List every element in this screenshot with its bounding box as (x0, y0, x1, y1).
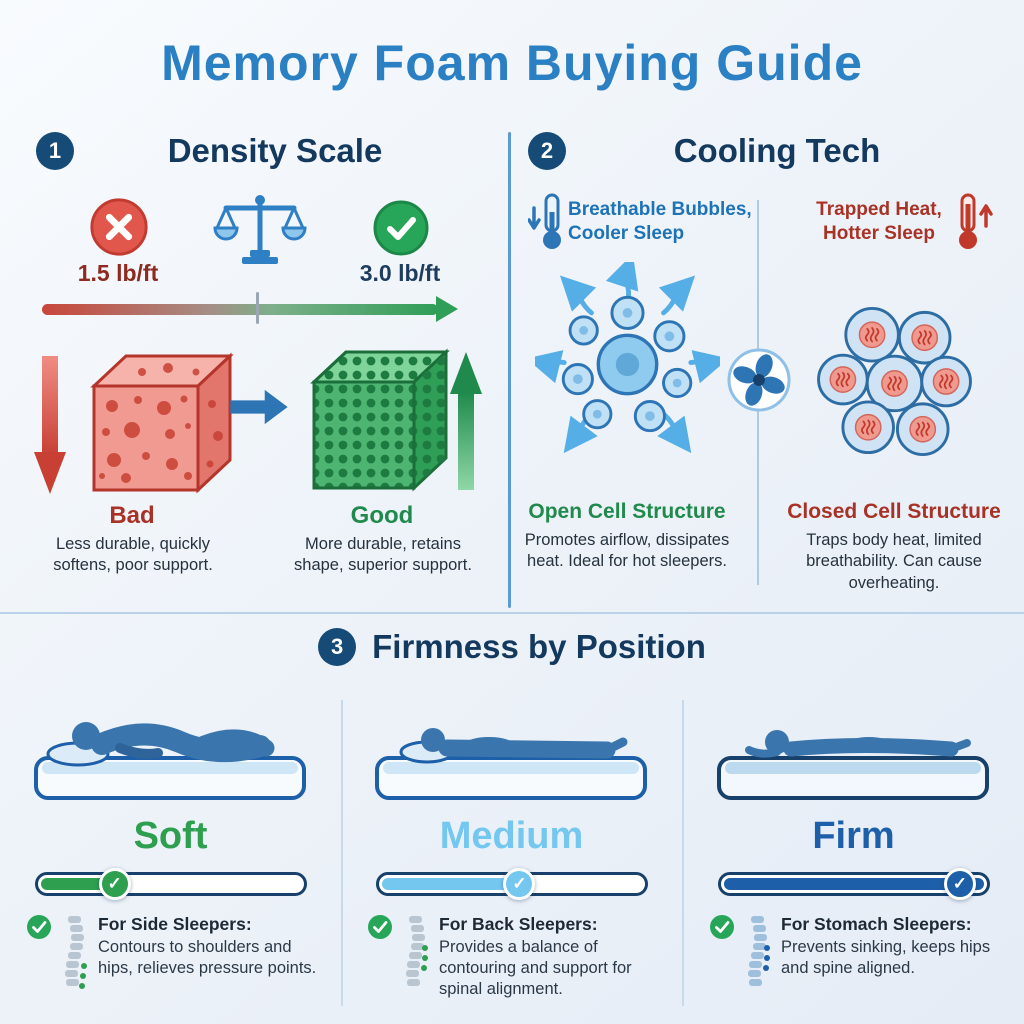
firmness-label: Medium (439, 815, 584, 857)
slider-fill (381, 878, 523, 890)
up-arrow-icon (450, 352, 482, 490)
firmness-divider-2 (682, 700, 684, 1006)
density-low-value: 1.5 lb/ft (77, 260, 159, 286)
good-label: Good (350, 502, 414, 529)
cooling-section-title: Cooling Tech (673, 132, 881, 169)
section-divider-vertical (508, 132, 511, 608)
back-sleeper-illustration (375, 728, 647, 800)
thermometer-hot-icon (959, 193, 993, 249)
firmness-label: Firm (812, 815, 895, 857)
spine-icon (748, 916, 770, 986)
firmness-slider: ✓ (375, 868, 648, 900)
section-number-badge: 2 (528, 132, 566, 170)
balance-scale-icon (213, 195, 307, 264)
density-gradient-midpoint-tick (256, 292, 259, 324)
fan-icon (727, 348, 791, 412)
page-title: Memory Foam Buying Guide (161, 35, 863, 91)
side-sleeper-illustration (34, 722, 306, 800)
open-cell-structure-illustration (535, 262, 720, 454)
cooling-section-header: 2 Cooling Tech (528, 132, 988, 170)
section-number-badge: 3 (318, 628, 357, 666)
density-gradient-arrowhead-icon (436, 296, 458, 322)
open-cell-description: Promotes airflow, dissipates heat. Ideal… (524, 531, 730, 571)
sleeper-description: Contours to shoulders and hips, relieves… (98, 938, 317, 978)
good-foam-cube-illustration (310, 348, 450, 492)
spine-icon (406, 916, 428, 986)
slider-knob-check-icon: ✓ (503, 868, 536, 900)
stomach-sleeper-illustration (717, 730, 989, 800)
down-arrow-icon (34, 356, 66, 494)
sleeper-type-label: For Stomach Sleepers: (781, 914, 972, 934)
thermometer-cold-icon (528, 193, 561, 249)
slider-knob-check-icon: ✓ (943, 868, 976, 900)
bad-label: Bad (109, 502, 155, 529)
open-cell-label: Open Cell Structure (528, 500, 726, 523)
closed-cell-description: Traps body heat, limited breathability. … (806, 531, 982, 592)
density-high-value: 3.0 lb/ft (359, 260, 441, 286)
density-section-header: 1 Density Scale (36, 132, 476, 170)
bad-foam-cube-illustration (90, 352, 234, 494)
bad-description: Less durable, quickly softens, poor supp… (53, 535, 213, 575)
slider-fill (40, 878, 118, 890)
closed-cell-structure-illustration (817, 307, 972, 456)
hot-headline: Trapped Heat, Hotter Sleep (816, 199, 942, 244)
sleeper-description: Provides a balance of contouring and sup… (439, 938, 632, 999)
check-circle-icon (368, 915, 392, 939)
sleeper-description: Prevents sinking, keeps hips and spine a… (781, 938, 991, 978)
density-section-title: Density Scale (167, 132, 383, 169)
sleeper-type-label: For Back Sleepers: (439, 914, 598, 934)
section-number-badge: 1 (36, 132, 74, 170)
slider-knob-check-icon: ✓ (98, 868, 131, 900)
firmness-column-medium: Medium ✓ For Back Slee (341, 690, 682, 1000)
check-circle-icon (27, 915, 51, 939)
x-circle-icon (90, 198, 148, 256)
firmness-column-soft: Soft ✓ For Side Sleepe (0, 690, 341, 994)
firmness-slider: ✓ (34, 868, 307, 900)
density-gradient-bar (42, 304, 438, 315)
firmness-section-header: 3 Firmness by Position (0, 628, 1024, 666)
slider-fill (723, 878, 984, 890)
section-divider-horizontal (0, 612, 1024, 614)
spine-icon (65, 916, 87, 989)
firmness-column-firm: Firm ✓ For Stomach Sle (683, 690, 1024, 994)
cool-headline: Breathable Bubbles, Cooler Sleep (568, 199, 752, 244)
check-circle-icon (373, 200, 429, 256)
good-description: More durable, retains shape, superior su… (294, 535, 472, 575)
firmness-section-title: Firmness by Position (372, 628, 706, 665)
firmness-label: Soft (133, 815, 208, 857)
firmness-divider-1 (341, 700, 343, 1006)
sleeper-type-label: For Side Sleepers: (98, 914, 252, 934)
closed-cell-label: Closed Cell Structure (787, 500, 1001, 523)
check-circle-icon (710, 915, 734, 939)
firmness-slider: ✓ (717, 868, 990, 900)
right-arrow-icon (230, 389, 288, 425)
